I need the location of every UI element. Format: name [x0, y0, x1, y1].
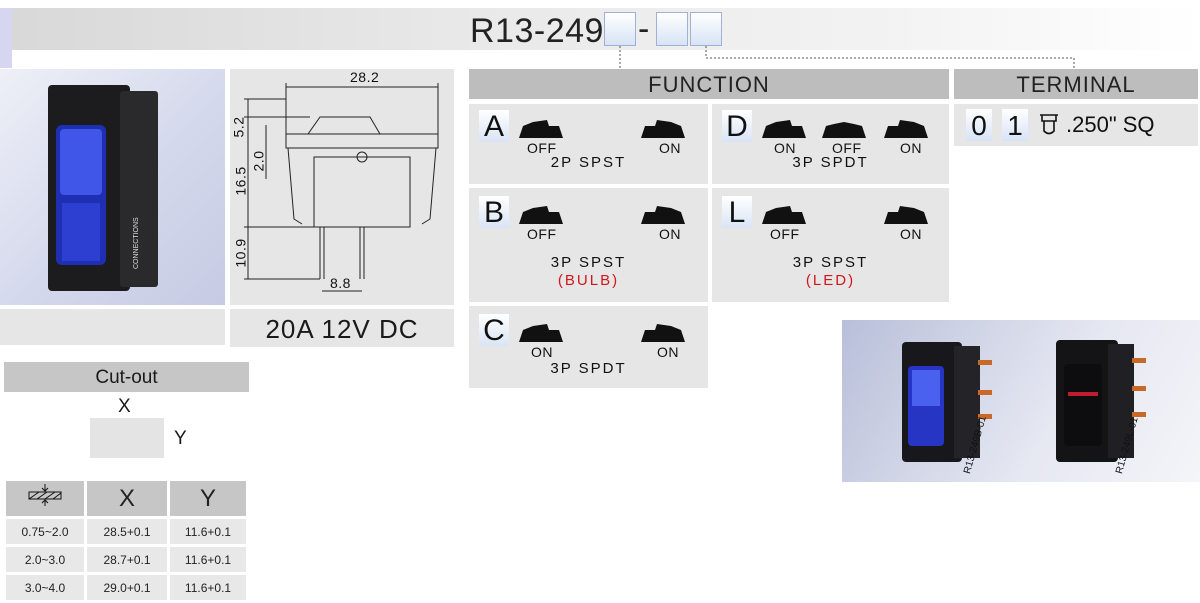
dim-pitch-label: 8.8	[330, 275, 351, 291]
function-letter-d: D	[722, 110, 752, 143]
code-separator: -	[638, 10, 650, 48]
rocker-switch-illustration: CONNECTIONS	[48, 85, 158, 291]
rocker-off-center-icon	[822, 122, 866, 138]
function-option-b[interactable]: B OFF ON 3P SPST (BULB)	[469, 188, 708, 302]
variants-photo: R13-249B-01 R13-249L-01	[842, 320, 1200, 482]
function-letter-b: B	[479, 196, 509, 229]
rocker-on-icon	[641, 120, 685, 138]
rocker-on-right-icon	[884, 120, 928, 138]
photo-caption-cell	[0, 309, 225, 345]
x-cell: 28.7+0.1	[87, 547, 167, 572]
panel-thickness-header	[6, 481, 84, 516]
dim-gap-label: 2.0	[250, 150, 267, 172]
function-note: (LED)	[805, 272, 856, 289]
svg-text:CONNECTIONS: CONNECTIONS	[133, 217, 140, 269]
cutout-y-label: Y	[174, 428, 187, 449]
label-on-left: ON	[774, 140, 796, 156]
label-on-right: ON	[900, 140, 922, 156]
terminal-option-01[interactable]: 0 1 .250" SQ	[954, 104, 1198, 146]
dimension-drawing: 28.2 5.2 16.5 2.0 10.9 8.8	[230, 69, 454, 305]
terminal-size-label: .250" SQ	[1066, 112, 1155, 137]
col-header-x: X	[87, 481, 167, 516]
label-on: ON	[659, 140, 681, 156]
function-name: 3P SPDT	[550, 360, 627, 377]
label-on: ON	[659, 226, 681, 242]
function-code-box[interactable]	[604, 12, 636, 46]
table-row: 0.75~2.0 28.5+0.1 11.6+0.1	[6, 519, 246, 544]
terminal-digit-2: 1	[1002, 109, 1028, 141]
function-letter-l: L	[722, 196, 752, 229]
dim-width-label: 28.2	[350, 69, 380, 85]
label-off: OFF	[770, 226, 800, 242]
function-option-c[interactable]: C ON ON 3P SPDT	[469, 306, 708, 388]
function-name: 2P SPST	[550, 154, 627, 171]
rocker-on-icon	[641, 206, 685, 224]
part-number: R13-249	[470, 12, 604, 50]
function-option-d[interactable]: D ON OFF ON 3P SPDT	[712, 104, 949, 184]
dim-top-label: 5.2	[230, 116, 247, 138]
label-on-right: ON	[657, 344, 679, 360]
thickness-cell: 3.0~4.0	[6, 575, 84, 600]
rocker-on-icon	[884, 206, 928, 224]
rocker-off-icon	[762, 206, 806, 224]
label-off: OFF	[527, 140, 557, 156]
terminal-digit-1: 0	[966, 109, 992, 141]
terminal-header: TERMINAL	[954, 69, 1198, 99]
function-option-l[interactable]: L OFF ON 3P SPST (LED)	[712, 188, 949, 302]
y-cell: 11.6+0.1	[170, 575, 246, 600]
x-cell: 29.0+0.1	[87, 575, 167, 600]
product-photo: CONNECTIONS	[0, 69, 225, 305]
dim-body-label: 16.5	[232, 166, 249, 196]
table-row: 2.0~3.0 28.7+0.1 11.6+0.1	[6, 547, 246, 572]
label-on-left: ON	[531, 344, 553, 360]
cutout-x-label: X	[118, 396, 131, 417]
rocker-on-left-icon	[519, 324, 563, 342]
rocker-off-icon	[519, 206, 563, 224]
function-name: 3P SPDT	[792, 154, 869, 171]
x-cell: 28.5+0.1	[87, 519, 167, 544]
function-name: 3P SPST	[792, 254, 869, 271]
label-on: ON	[900, 226, 922, 242]
thickness-cell: 0.75~2.0	[6, 519, 84, 544]
terminal-code-box-2[interactable]	[690, 12, 722, 46]
label-off: OFF	[527, 226, 557, 242]
title-bar	[0, 8, 1200, 50]
function-header: FUNCTION	[469, 69, 949, 99]
cutout-title: Cut-out	[4, 362, 249, 392]
function-letter-c: C	[479, 314, 509, 347]
rocker-on-left-icon	[762, 120, 806, 138]
function-note: (BULB)	[557, 272, 620, 289]
panel-thickness-icon	[28, 484, 62, 506]
rocker-off-icon	[519, 120, 563, 138]
rocker-on-right-icon	[641, 324, 685, 342]
switch-variants-illustration	[902, 340, 1146, 462]
y-cell: 11.6+0.1	[170, 547, 246, 572]
cutout-shape	[90, 418, 164, 458]
function-letter-a: A	[479, 110, 509, 143]
rating-label: 20A 12V DC	[230, 309, 454, 347]
thickness-cell: 2.0~3.0	[6, 547, 84, 572]
y-cell: 11.6+0.1	[170, 519, 246, 544]
function-option-a[interactable]: A OFF ON 2P SPST	[469, 104, 708, 184]
title-accent	[0, 8, 12, 68]
terminal-code-box-1[interactable]	[656, 12, 688, 46]
function-name: 3P SPST	[550, 254, 627, 271]
table-row: 3.0~4.0 29.0+0.1 11.6+0.1	[6, 575, 246, 600]
label-off-center: OFF	[832, 140, 862, 156]
quick-connect-terminal-icon	[1040, 114, 1058, 135]
dim-pins-label: 10.9	[232, 238, 249, 268]
code-leader-lines	[619, 46, 1075, 70]
cutout-table: X Y 0.75~2.0 28.5+0.1 11.6+0.1 2.0~3.0 2…	[3, 478, 249, 603]
col-header-y: Y	[170, 481, 246, 516]
